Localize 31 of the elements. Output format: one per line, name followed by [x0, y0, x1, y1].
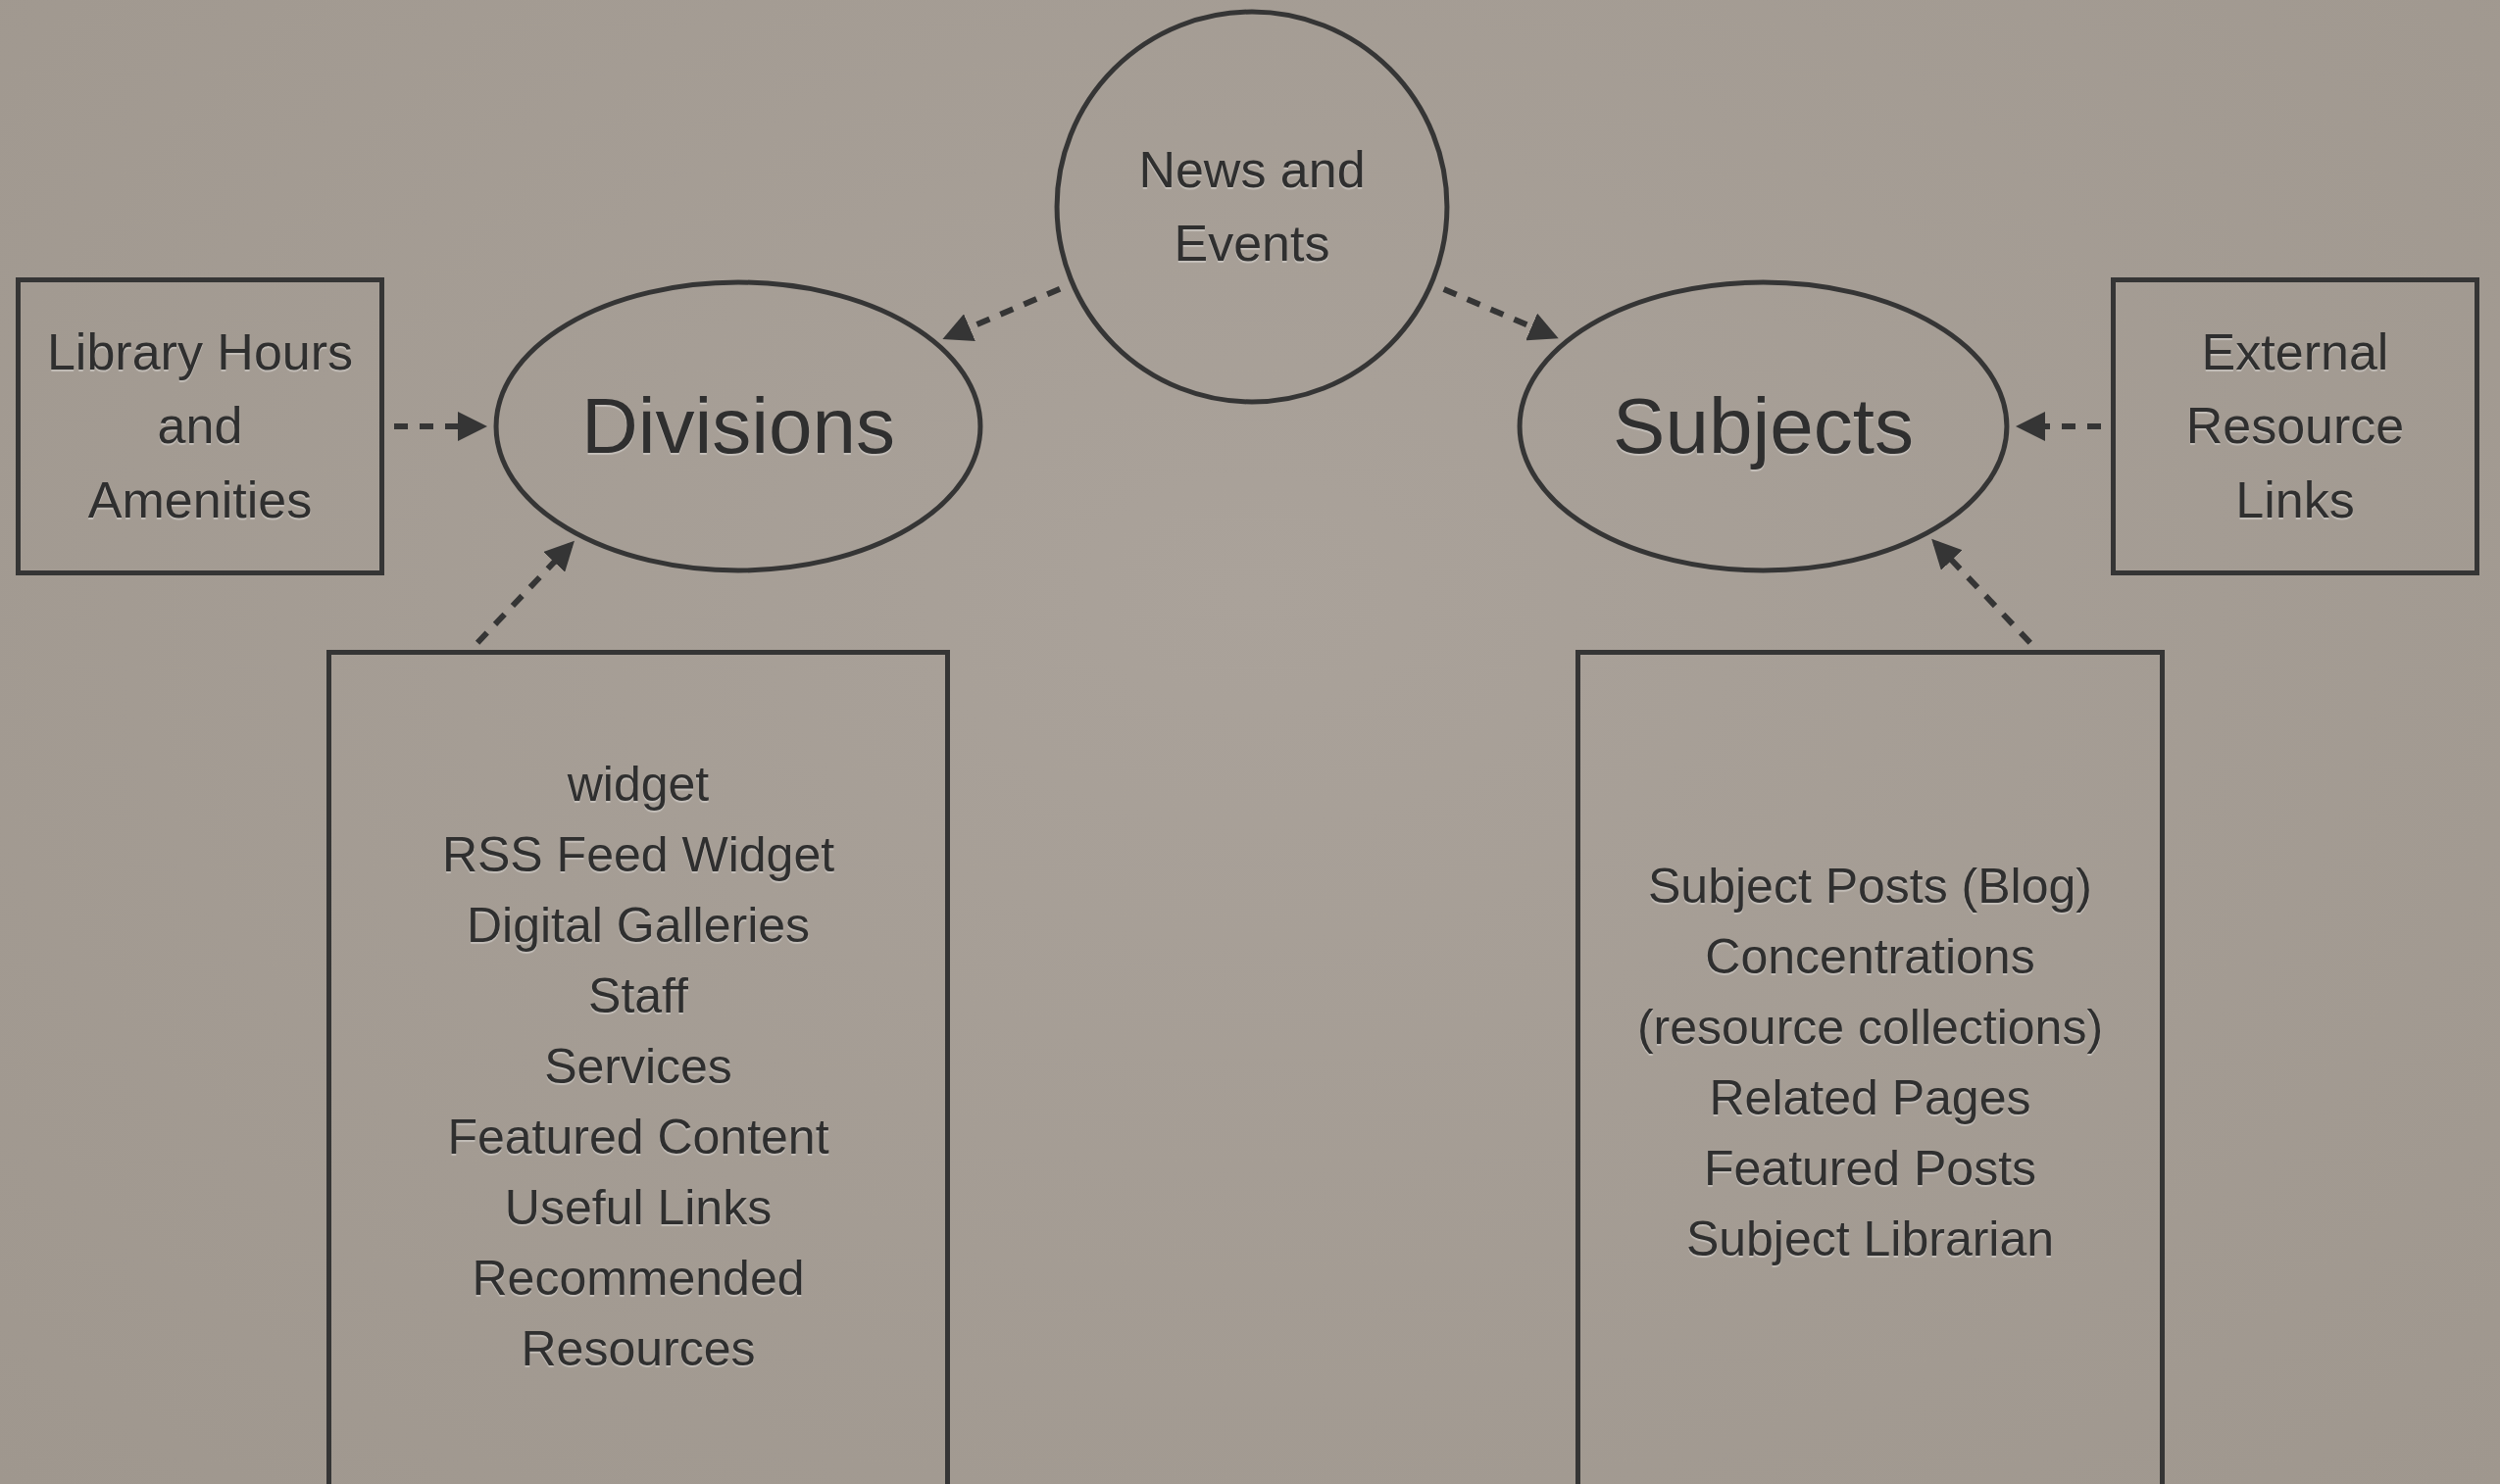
dashed-arrow [1442, 286, 1559, 341]
list-item: Subject Posts (Blog) [1648, 858, 2092, 915]
dashed-arrow [2016, 412, 2101, 441]
list-item: Subject Librarian [1685, 1211, 2055, 1268]
node-label: Subjects [1613, 381, 1914, 471]
list-item: Staff [588, 967, 688, 1025]
ellipse-node [491, 279, 985, 573]
list-item: Services [544, 1038, 732, 1096]
list-item: Useful Links [504, 1179, 773, 1237]
list-box [1575, 650, 2165, 1484]
list-item: Related Pages [1709, 1069, 2031, 1127]
list-item: RSS Feed Widget [441, 826, 835, 884]
dashed-arrow [942, 285, 1062, 341]
circle-node [1053, 8, 1451, 406]
list-box [326, 650, 950, 1484]
list-item: Featured Content [447, 1109, 829, 1166]
process-box [16, 277, 384, 575]
node-label: External Resource Links [2184, 322, 2406, 530]
node-label: News and Events [1137, 139, 1367, 273]
list-item: Featured Posts [1703, 1140, 2037, 1198]
list-item: Digital Galleries [466, 897, 811, 955]
process-box [2111, 277, 2479, 575]
dashed-arrow [1931, 538, 2032, 645]
list-item: Concentrations (resource collections) [1635, 928, 2105, 1057]
node-label: Library Hours and Amenities [45, 322, 355, 530]
list-item: Recommended Resources [471, 1250, 806, 1378]
dashed-arrow [394, 412, 487, 441]
dashed-arrow [475, 540, 575, 645]
list-item: widget [567, 756, 710, 814]
ellipse-node [1515, 279, 2012, 573]
node-label: Divisions [580, 381, 896, 471]
